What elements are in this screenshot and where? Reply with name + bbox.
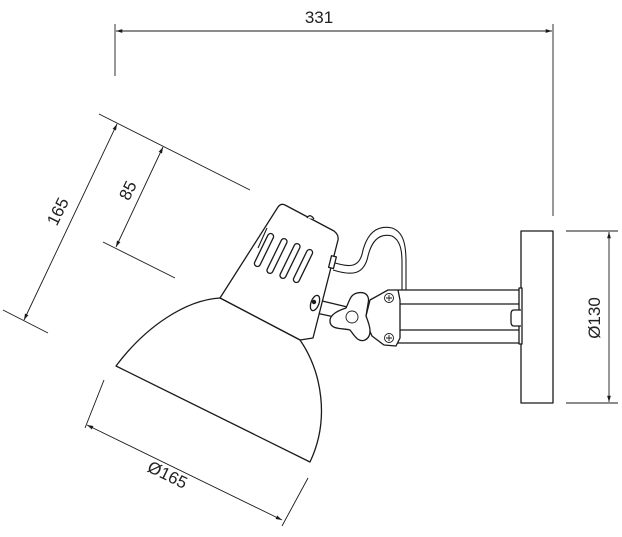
extension-line-165-bottom [2, 309, 49, 334]
arm-rod-top [397, 289, 521, 305]
extension-line-d165-left [84, 379, 105, 429]
dimension-line-d165 [86, 424, 283, 521]
dimension-label-85: 85 [115, 178, 140, 203]
arm-rod-bottom [397, 329, 521, 344]
extension-line-85-bottom [102, 241, 176, 279]
wall-plate [520, 230, 554, 404]
shade-body [115, 297, 323, 463]
dimension-85: 85 [102, 146, 176, 279]
dimension-line-85 [115, 146, 164, 248]
extension-line-165-top [98, 113, 251, 191]
vent-slot-4 [292, 248, 314, 284]
hinge-assembly [315, 289, 401, 347]
neck-housing-body [219, 203, 339, 341]
power-cord-inner [332, 234, 403, 290]
dimension-label-d130: Ø130 [585, 297, 604, 339]
knob-center [345, 310, 359, 324]
hinge-bracket [364, 289, 401, 347]
screw-bottom-icon [384, 333, 394, 343]
dimension-label-165: 165 [43, 195, 73, 229]
pivot-bolt-center [311, 299, 317, 305]
neck-housing [219, 203, 339, 341]
wing-knob [329, 291, 371, 342]
power-cord [331, 226, 407, 290]
neck-top-tab [306, 215, 315, 220]
vent-slot-1 [253, 232, 275, 268]
dimension-wall-plate-diameter: Ø130 [566, 230, 618, 404]
vent-slot-3 [279, 242, 301, 280]
arm-rod-stud [510, 309, 521, 327]
vent-slots [253, 227, 314, 284]
dimension-label-331: 331 [305, 8, 333, 27]
screw-top-slot [386, 295, 392, 301]
screw-top-icon [384, 293, 394, 303]
dimension-line-165 [23, 123, 118, 321]
arm-rods [397, 287, 523, 345]
dimension-331: 331 [114, 8, 554, 216]
dimension-label-d165: Ø165 [145, 457, 191, 492]
screw-bottom-slot [386, 335, 392, 341]
vent-slot-2 [266, 237, 288, 275]
cord-grommet [327, 255, 338, 270]
vent-edge-shadow [257, 227, 268, 249]
lamp-shade [115, 297, 323, 463]
extension-line-d165-right [281, 477, 309, 527]
